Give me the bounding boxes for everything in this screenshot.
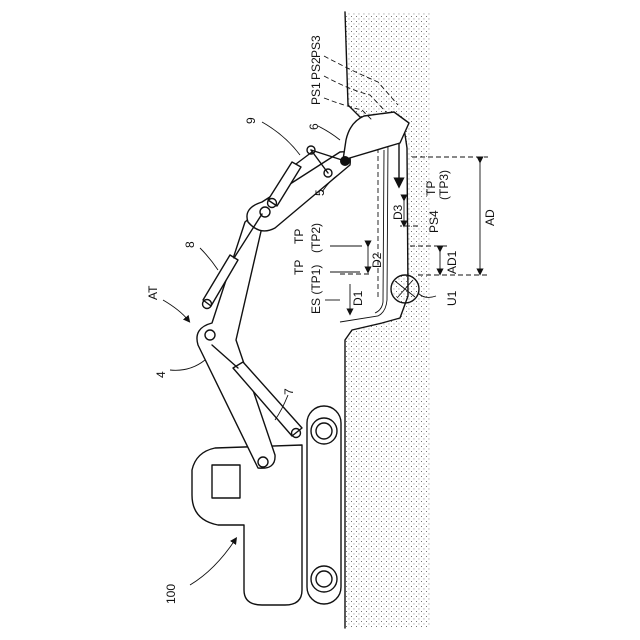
label-d1: D1 [351, 290, 365, 306]
label-ps4: PS4 [427, 210, 441, 233]
upper-body [192, 445, 302, 605]
label-u1: U1 [445, 290, 459, 306]
label-ref-100: 100 [164, 584, 178, 604]
label-tp3: (TP3) [437, 170, 451, 200]
ground-soil [345, 12, 430, 628]
label-ref-5: 5 [313, 189, 327, 196]
label-ad1: AD1 [445, 250, 459, 274]
label-ps1: PS1 [309, 82, 323, 105]
label-ad: AD [483, 209, 497, 226]
label-es-tp1: ES (TP1) [309, 265, 323, 314]
cab-window [212, 465, 240, 498]
label-tp-low: TP [292, 260, 306, 275]
label-ref-8: 8 [183, 241, 197, 248]
label-d2: D2 [370, 252, 384, 268]
label-tp-top: TP [424, 181, 438, 196]
arm [247, 152, 350, 231]
label-tp2: (TP2) [309, 223, 323, 253]
trench-inner-line [375, 150, 384, 313]
crawler-track [307, 406, 341, 604]
label-ref-9: 9 [244, 117, 258, 124]
bucket-pin [340, 156, 350, 166]
label-ref-6: 6 [307, 123, 321, 130]
label-tp-mid: TP [292, 229, 306, 244]
label-ref-4: 4 [154, 371, 168, 378]
label-d3: D3 [391, 204, 405, 220]
label-ref-7: 7 [282, 388, 296, 395]
label-ref-at: AT [146, 285, 160, 300]
label-ps3: PS3 [309, 35, 323, 58]
label-ps2: PS2 [309, 57, 323, 80]
